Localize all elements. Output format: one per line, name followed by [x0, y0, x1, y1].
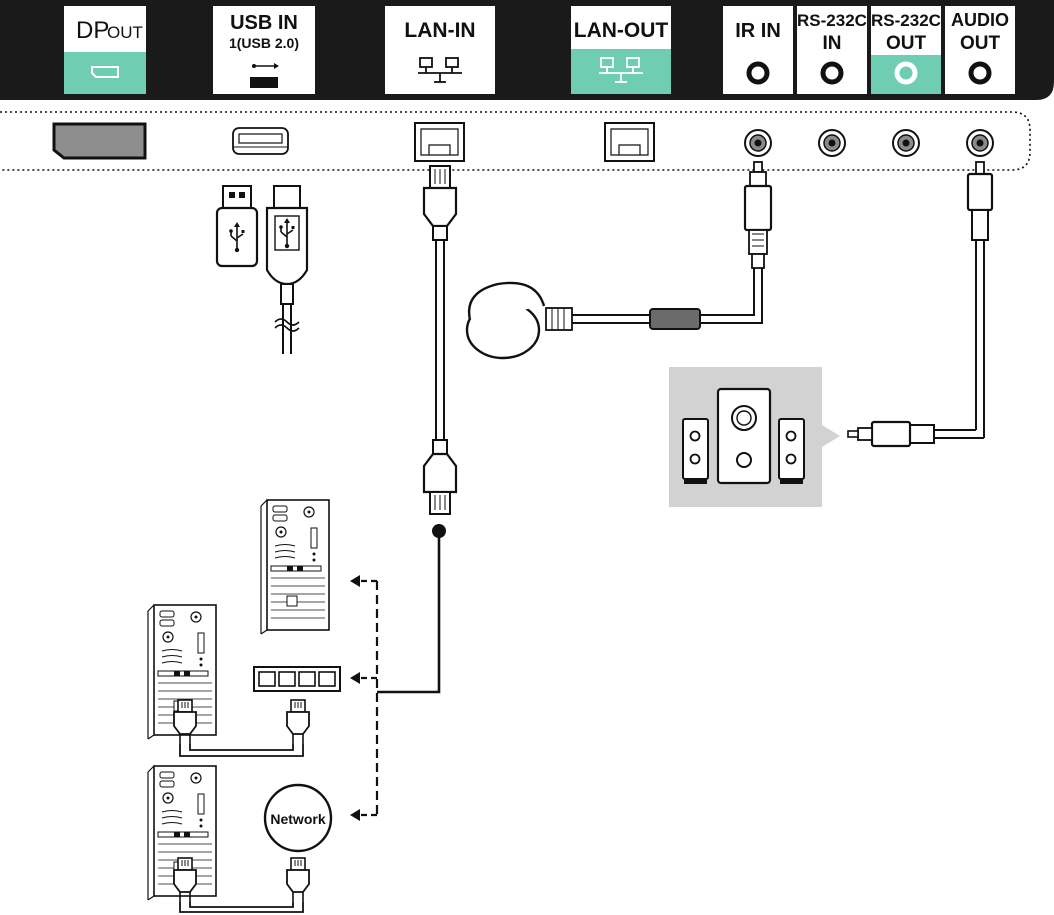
usb-cable-plug: [265, 185, 309, 354]
dp-out-label-sub: OUT: [107, 23, 143, 42]
rs232c-in-jack: [818, 129, 846, 157]
jack-icon: [746, 61, 770, 85]
usb-flash-drive: [215, 185, 259, 268]
usb-in-label-sub: 1(USB 2.0): [229, 35, 299, 51]
subwoofer: [716, 387, 772, 485]
network-icon: [599, 57, 643, 83]
rs232c-out-label-sub: OUT: [886, 33, 927, 54]
port-label-rs232c-out: RS-232C OUT: [871, 6, 941, 94]
ir-in-label-main: IR IN: [735, 20, 781, 42]
port-label-ir-in: IR IN: [723, 6, 793, 94]
speaker-system-panel: [669, 367, 840, 507]
patch-cable-hub: [173, 699, 310, 757]
jack-icon: [894, 61, 918, 85]
audio-out-label-main: AUDIO: [951, 10, 1009, 30]
dp-port: [52, 122, 147, 160]
network-icon: [418, 57, 462, 83]
lan-out-label-main: LAN-OUT: [574, 19, 669, 42]
network-label: Network: [270, 811, 325, 827]
port-label-dp-out: DP OUT: [64, 6, 146, 94]
lan-cable: [377, 165, 458, 694]
lan-in-port: [414, 122, 465, 162]
port-label-audio-out: AUDIO OUT: [945, 6, 1015, 94]
audio-out-label-sub: OUT: [960, 33, 1001, 54]
port-label-usb-in: USB IN 1(USB 2.0): [213, 6, 315, 94]
port-label-rs232c-in: RS-232C IN: [797, 6, 867, 94]
port-label-lan-out: LAN-OUT: [571, 6, 671, 94]
rs232c-out-jack: [892, 129, 920, 157]
jack-icon: [820, 61, 844, 85]
network-hub: [253, 666, 341, 692]
arrow-left-icon: [350, 672, 360, 684]
lan-out-port: [604, 122, 655, 162]
rs232c-in-label-sub: IN: [823, 33, 842, 54]
dp-out-label-main: DP: [76, 17, 109, 44]
lan-in-label-main: LAN-IN: [404, 19, 475, 42]
port-panel-outline: [0, 111, 1031, 171]
speaker-left: [682, 418, 709, 484]
jack-icon: [968, 61, 992, 85]
speaker-right: [778, 418, 805, 484]
displayport-icon: [91, 66, 119, 78]
rs232c-in-label-main: RS-232C: [797, 11, 867, 30]
usb-icon: [250, 63, 279, 88]
network-node: Network: [263, 783, 333, 853]
network-distribution-lines: [350, 575, 379, 821]
port-label-lan-in: LAN-IN: [385, 6, 495, 94]
computer-tower-1: [260, 499, 330, 635]
ir-in-jack: [744, 129, 772, 157]
ir-receiver-cable: [465, 161, 773, 360]
audio-cable: [847, 161, 994, 448]
usb-in-label-main: USB IN: [230, 12, 298, 34]
usb-port: [232, 127, 289, 155]
audio-out-jack: [966, 129, 994, 157]
arrow-left-icon: [350, 809, 360, 821]
arrow-left-icon: [350, 575, 360, 587]
rs232c-out-label-main: RS-232C: [871, 11, 941, 30]
patch-cable-network: [173, 857, 310, 913]
